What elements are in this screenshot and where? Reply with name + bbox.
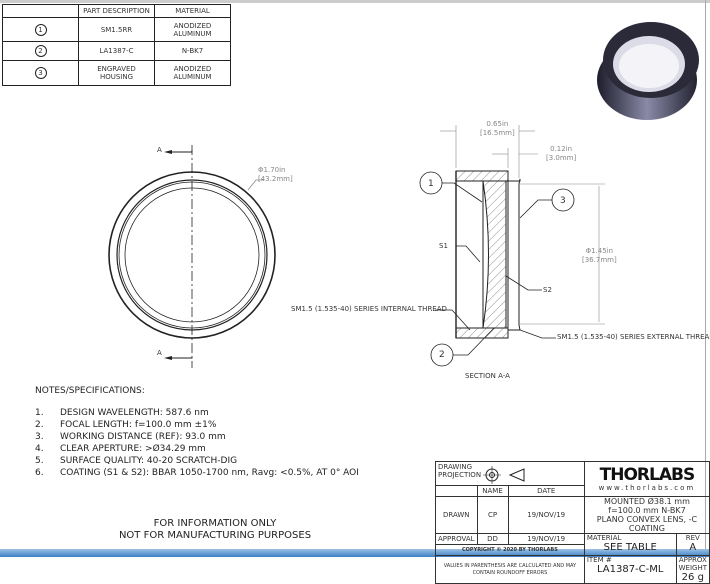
section-diameter-dimension: Φ1.45in[36.7mm] [582,247,617,264]
notes-specifications: NOTES/SPECIFICATIONS: 1.DESIGN WAVELENGT… [35,386,359,479]
right-border [705,0,706,550]
header-material: MATERIAL [154,4,231,18]
header-description: PART DESCRIPTION [78,4,155,18]
notes-title: NOTES/SPECIFICATIONS: [35,386,145,396]
parts-table: PART DESCRIPTION MATERIAL 1 SM1.5RR ANOD… [2,4,231,86]
values-note: VALUES IN PARENTHESIS ARE CALCULATED AND… [435,555,585,584]
lens-mount-render [597,22,699,120]
note-item: 1.DESIGN WAVELENGTH: 587.6 nm [35,408,209,418]
s1-label: S1 [439,242,448,250]
section-label-top: A [157,146,162,154]
item-number: 2 [34,45,47,57]
external-thread-label: SM1.5 (1.535-40) SERIES EXTERNAL THREAD [557,333,710,341]
section-label-bottom: A [157,349,162,357]
front-diameter-dimension: Φ1.70in[43.2mm] [258,166,293,183]
top-bar [0,0,710,3]
section-title: SECTION A-A [465,372,510,380]
callout-2: 2 [439,350,445,360]
item-number: 3 [34,67,47,79]
note-item: 4.CLEAR APERTURE: >Ø34.29 mm [35,444,206,454]
part-description: SM1.5RR [78,17,155,42]
table-row: 2 LA1387-C N-BK7 [2,41,231,61]
item-number: 1 [34,23,47,36]
part-material: N-BK7 [154,41,231,61]
third-angle-projection-icon [483,466,525,484]
section-view [419,125,605,367]
header-blank [2,4,79,18]
note-item: 6.COATING (S1 & S2): BBAR 1050-1700 nm, … [35,468,359,478]
approval-date: 19/NOV/19 [507,533,585,545]
item-cell: ITEM #LA1387-C-ML [583,555,677,584]
thorlabs-logo: THORLABS www.thorlabs.com [583,461,710,497]
disclaimer: FOR INFORMATION ONLY NOT FOR MANUFACTURI… [118,518,312,541]
approval-name: DD [476,533,509,545]
name-header: NAME [476,485,509,497]
callout-3: 3 [560,196,566,206]
drawn-name: CP [476,496,509,534]
callout-1: 1 [428,179,434,189]
part-description: LA1387-C [78,41,155,61]
note-item: 5.SURFACE QUALITY: 40-20 SCRATCH-DIG [35,456,238,466]
note-item: 3.WORKING DISTANCE (REF): 93.0 mm [35,432,226,442]
internal-thread-label: SM1.5 (1.535-40) SERIES INTERNAL THREAD [291,305,447,313]
note-item: 2.FOCAL LENGTH: f=100.0 mm ±1% [35,420,217,430]
bottom-bar [0,549,710,557]
flange-dimension: 0.12in[3.0mm] [546,145,577,162]
date-header: DATE [507,485,585,497]
front-view [108,145,276,368]
approval-label: APPROVAL [435,533,478,545]
s2-label: S2 [543,286,552,294]
drawn-date: 19/NOV/19 [507,496,585,534]
width-dimension: 0.65in[16.5mm] [480,120,515,137]
drawing-projection: DRAWING PROJECTION [435,461,585,486]
title-block: DRAWING PROJECTION THORLABS www.thorlabs… [435,461,710,584]
copyright: COPYRIGHT © 2020 BY THORLABS [435,544,585,556]
drawn-label: DRAWN [435,496,478,534]
